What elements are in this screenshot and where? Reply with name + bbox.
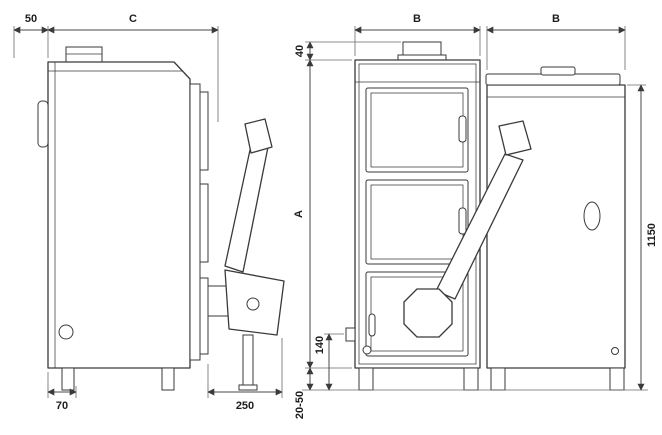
hopper-view (485, 66, 626, 391)
hopper-bolt (611, 347, 619, 355)
dim-label-50: 50 (25, 13, 37, 25)
dim-label-70: 70 (56, 400, 68, 412)
side-view (37, 46, 285, 391)
side-front-foot (61, 367, 75, 391)
side-door-hinge (37, 100, 49, 148)
side-upper-door-edge (199, 91, 209, 171)
side-motor-shaft (246, 297, 260, 311)
dim-label-c: C (129, 13, 137, 25)
dim-label-140: 140 (314, 336, 326, 354)
front-lower-door-latch (368, 313, 376, 337)
hopper-sight-hole (583, 201, 601, 231)
dim-label-b-boiler: B (413, 13, 421, 25)
side-rear-panel (189, 83, 201, 361)
front-right-foot (463, 367, 479, 391)
hopper-right-foot (609, 367, 625, 391)
front-upper-door-handle (458, 115, 467, 143)
front-middle-door (365, 179, 469, 265)
dim-label-250: 250 (236, 400, 254, 412)
front-left-foot (358, 367, 374, 391)
side-auger-chute (224, 146, 269, 273)
side-drain-plug (58, 324, 74, 340)
front-view (345, 41, 481, 391)
front-drain-plug (362, 345, 372, 355)
side-support-leg (242, 334, 254, 386)
dim-label-a: A (293, 210, 305, 218)
front-flue-flange (397, 54, 447, 61)
hopper-left-foot (490, 367, 506, 391)
side-lower-door-edge (199, 277, 209, 355)
dim-label-20-50: 20-50 (294, 391, 306, 419)
dim-label-40: 40 (294, 45, 306, 57)
front-auger (403, 120, 532, 338)
front-upper-door (365, 87, 469, 173)
dim-label-b-hopper: B (552, 13, 560, 25)
front-middle-door-handle (458, 207, 467, 235)
front-auger-chute (435, 153, 524, 300)
side-flue-collar (65, 46, 103, 63)
side-boiler-body (47, 61, 191, 369)
hopper-lid-handle (540, 66, 576, 76)
front-auger-funnel (498, 120, 532, 156)
side-auger-funnel (244, 118, 273, 154)
side-rear-foot (161, 367, 175, 391)
side-support-foot (238, 384, 258, 391)
dim-label-1150: 1150 (646, 223, 658, 247)
front-pipe-stub (345, 327, 356, 342)
hopper-lid (485, 73, 621, 86)
dimension-annotations: 50 C 70 250 B B 40 A 20-50 140 (13, 13, 658, 419)
side-middle-door-edge (199, 183, 209, 263)
front-burner-opening (403, 288, 453, 338)
